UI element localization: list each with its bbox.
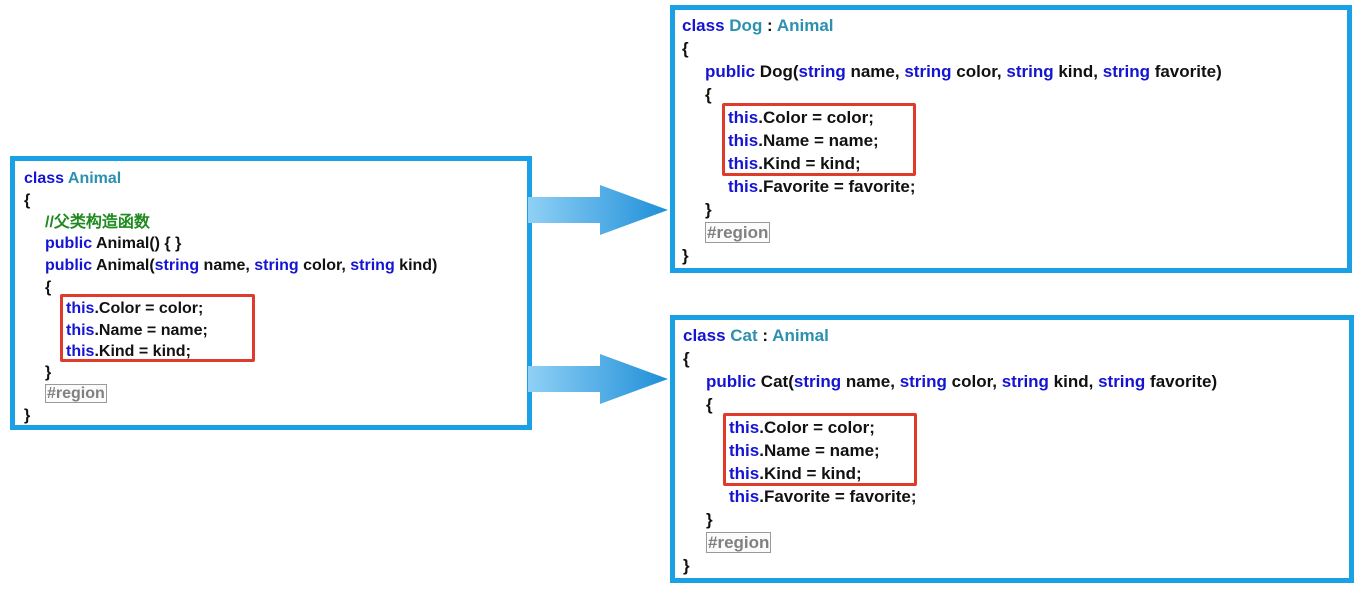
cat-region: #region bbox=[706, 532, 772, 553]
cat-body-line-color: this.Color = color; bbox=[729, 418, 875, 437]
dog-body-line-color: this.Color = color; bbox=[728, 108, 874, 127]
animal-default-ctor: public Animal() { } bbox=[45, 235, 182, 252]
dog-open-brace: { bbox=[682, 39, 689, 58]
dog-body-line-kind: this.Kind = kind; bbox=[728, 154, 861, 173]
cat-ctor-close-brace: } bbox=[706, 510, 713, 529]
dog-highlight-box bbox=[722, 103, 916, 176]
cat-highlight-box bbox=[723, 413, 917, 486]
dog-param-ctor: public Dog(string name, string color, st… bbox=[705, 62, 1222, 81]
dog-region: #region bbox=[705, 222, 771, 243]
arrow-to-cat bbox=[528, 354, 668, 404]
dog-close-brace: } bbox=[682, 246, 689, 265]
dog-ctor-open-brace: { bbox=[705, 85, 712, 104]
keyword-class: class bbox=[24, 170, 65, 187]
animal-param-ctor: public Animal(string name, string color,… bbox=[45, 257, 438, 274]
dog-body-line-name: this.Name = name; bbox=[728, 131, 879, 150]
animal-body-line-name: this.Name = name; bbox=[66, 322, 208, 339]
arrow-to-dog bbox=[528, 185, 668, 235]
cat-class-declaration: class Cat : Animal bbox=[683, 326, 829, 345]
cat-body-line-name: this.Name = name; bbox=[729, 441, 880, 460]
animal-class-declaration: class Animal bbox=[24, 169, 121, 189]
dog-class-name: Dog bbox=[729, 16, 763, 35]
animal-region: #region bbox=[45, 384, 107, 403]
animal-body-line-color: this.Color = color; bbox=[66, 300, 204, 317]
cat-base-name: Animal bbox=[772, 326, 829, 345]
dog-body-line-favorite: this.Favorite = favorite; bbox=[728, 177, 916, 196]
animal-ctor-close-brace: } bbox=[45, 364, 52, 381]
animal-class-name: Animal bbox=[67, 170, 122, 187]
dog-ctor-close-brace: } bbox=[705, 200, 712, 219]
cat-body-line-favorite: this.Favorite = favorite; bbox=[729, 487, 917, 506]
cat-param-ctor: public Cat(string name, string color, st… bbox=[706, 372, 1218, 391]
cat-close-brace: } bbox=[683, 556, 690, 575]
dog-class-box: class Dog : Animal { public Dog(string n… bbox=[670, 5, 1352, 273]
animal-ctor-comment: //父类构造函数 bbox=[45, 214, 150, 231]
animal-ctor-open-brace: { bbox=[45, 279, 52, 296]
cat-ctor-open-brace: { bbox=[706, 395, 713, 414]
cat-class-name: Cat bbox=[730, 326, 758, 345]
cat-body-line-kind: this.Kind = kind; bbox=[729, 464, 862, 483]
animal-open-brace: { bbox=[24, 192, 31, 209]
animal-close-brace: } bbox=[24, 407, 31, 424]
dog-class-declaration: class Dog : Animal bbox=[682, 16, 834, 35]
cat-open-brace: { bbox=[683, 349, 690, 368]
animal-body-line-kind: this.Kind = kind; bbox=[66, 343, 191, 360]
cat-class-box: class Cat : Animal { public Cat(string n… bbox=[670, 315, 1354, 583]
dog-base-name: Animal bbox=[776, 16, 834, 35]
animal-class-box: class Animal { //父类构造函数 public Animal() … bbox=[10, 156, 532, 430]
animal-highlight-box bbox=[60, 294, 255, 362]
